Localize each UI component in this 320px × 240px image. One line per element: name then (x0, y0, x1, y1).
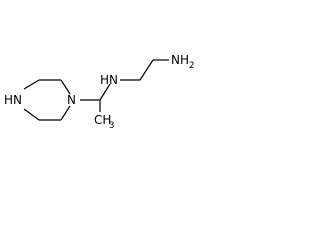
atom-label-chain-hn: HN (100, 73, 118, 87)
molecule-canvas: HN N HN NH 2 CH 3 (4, 53, 195, 131)
bond-ring-bottom-hn (23, 108, 40, 121)
atom-label-amine-nh: NH (171, 53, 189, 67)
atom-label-methyl-sub: 3 (109, 121, 114, 131)
bond-ring-n-bottom (60, 105, 71, 121)
atom-label-ring-hn: HN (4, 93, 22, 107)
molecule-structure: HN N HN NH 2 CH 3 (4, 53, 194, 131)
bond-c1-c2 (139, 59, 154, 81)
bond-ring-hn-top (23, 79, 40, 90)
atom-label-ring-n: N (67, 93, 76, 107)
bond-ring-top-n (60, 79, 71, 95)
atom-label-methyl-ch: CH (94, 113, 111, 127)
atom-label-amine-sub: 2 (189, 61, 194, 71)
bond-ch-hn (99, 83, 111, 101)
